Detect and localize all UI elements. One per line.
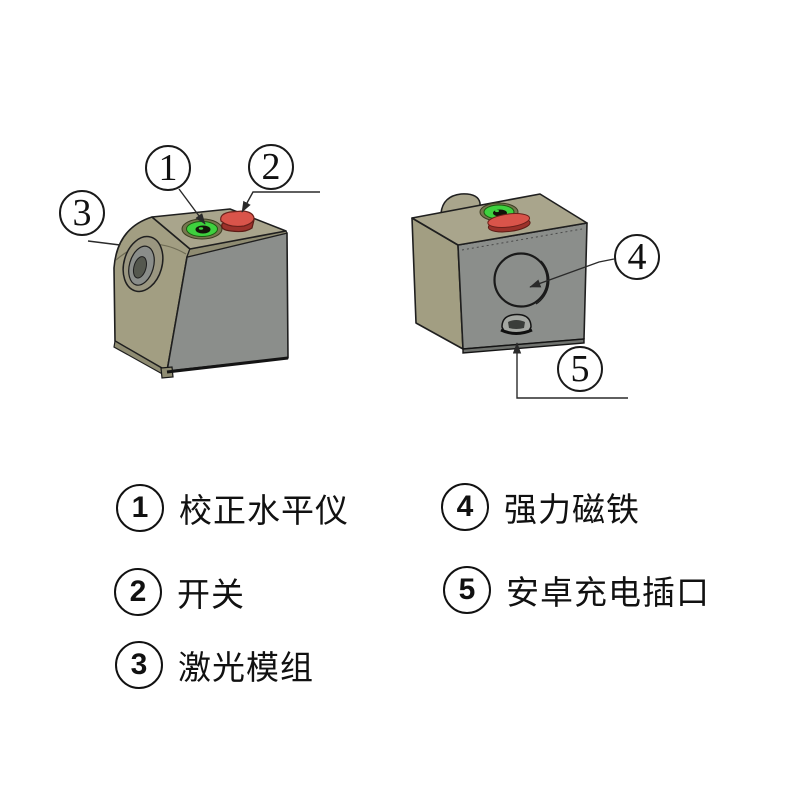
power-switch-rear	[487, 213, 531, 233]
legend-item-5: 5 安卓充电插口	[443, 566, 710, 614]
callout-5: 5	[557, 346, 603, 392]
level-bubble	[195, 225, 211, 234]
magnet-circle-sketch	[535, 260, 550, 305]
leader-line-3	[87, 240, 121, 246]
legend-label-4: 强力磁铁	[504, 491, 640, 528]
base-foot	[160, 366, 174, 379]
legend-number-1: 1	[116, 484, 164, 532]
base-shadow	[166, 356, 289, 374]
leader-line-1	[178, 188, 206, 225]
device-front-view	[113, 208, 289, 379]
leader-lines	[87, 188, 628, 399]
level-glint	[198, 227, 204, 230]
legend-number-4: 4	[441, 483, 489, 531]
legend-label-1: 校正水平仪	[179, 492, 349, 529]
legend-item-3: 3 激光模组	[115, 641, 314, 689]
leader-line-4	[529, 258, 615, 288]
switch-top-rear	[487, 213, 531, 228]
legend-item-2: 2 开关	[114, 568, 245, 616]
legend-number-3: 3	[115, 641, 163, 689]
callout-2: 2	[248, 144, 294, 190]
leader-line-2	[241, 191, 320, 213]
level-glint-rear	[495, 209, 499, 213]
legend-item-1: 1 校正水平仪	[116, 484, 349, 532]
callout-3: 3	[59, 190, 105, 236]
port-slot	[508, 320, 525, 329]
callout-4: 4	[614, 234, 660, 280]
base-lip-back	[462, 338, 585, 354]
laser-lens	[132, 256, 147, 279]
legend-label-2: 开关	[177, 576, 245, 613]
callout-1: 1	[145, 145, 191, 191]
switch-top	[220, 210, 255, 228]
legend-item-4: 4 强力磁铁	[441, 483, 640, 531]
charging-port	[500, 313, 533, 335]
legend-number-5: 5	[443, 566, 491, 614]
device-back-view	[411, 193, 588, 354]
leader-line-5	[512, 342, 628, 399]
sketch-dashed-line	[461, 228, 583, 251]
bubble-level	[181, 218, 223, 240]
legend-number-2: 2	[114, 568, 162, 616]
legend-label-3: 激光模组	[178, 649, 314, 686]
legend-label-5: 安卓充电插口	[506, 574, 710, 611]
power-switch	[220, 210, 255, 233]
laser-module	[122, 235, 164, 293]
port-shadow	[500, 328, 533, 335]
